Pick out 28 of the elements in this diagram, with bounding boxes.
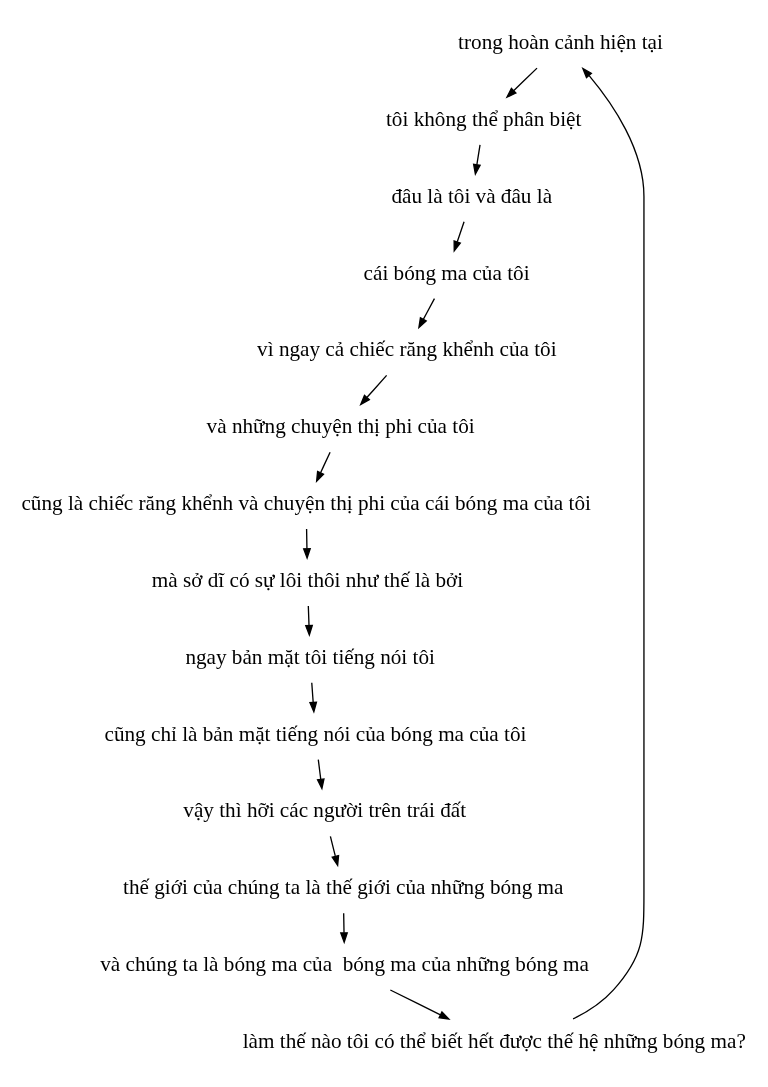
node-text: cũng là chiếc răng khểnh và chuyện thị phi của cái bóng ma của tôi	[21, 491, 591, 516]
node-text: cái bóng ma của tôi	[363, 260, 530, 285]
arrow	[308, 682, 318, 714]
arrow	[316, 758, 325, 791]
arrow	[329, 835, 340, 868]
node-text: ngay bản mặt tôi tiếng nói tôi	[185, 644, 435, 669]
arrow	[505, 67, 538, 99]
arrow	[304, 605, 314, 637]
node-text: vì ngay cả chiếc răng khểnh của tôi	[257, 337, 557, 362]
node-text: và chúng ta là bóng ma của bóng ma của những bóng ma	[100, 952, 589, 977]
node-text: trong hoàn cảnh hiện tại	[458, 30, 663, 55]
node-text: thế giới của chúng ta là thế giới của những bóng ma	[123, 875, 564, 900]
arrow	[453, 221, 465, 253]
arrow	[315, 451, 331, 484]
node-text: tôi không thể phân biệt	[385, 107, 582, 131]
node-text: và những chuyện thị phi của tôi	[206, 414, 475, 439]
arrow	[302, 528, 312, 561]
arrow	[572, 66, 645, 1020]
arrow	[339, 912, 349, 945]
node-text: vậy thì hỡi các người trên trái đất	[183, 798, 467, 823]
arrow	[472, 144, 482, 176]
node-text: làm thế nào tôi có thể biết hết được thế hệ những bóng ma?	[242, 1028, 746, 1053]
node-text: mà sở dĩ có sự lôi thôi như thế là bởi	[151, 567, 464, 592]
arrow	[389, 989, 451, 1020]
node-text: đâu là tôi và đâu là	[391, 183, 553, 208]
arrow	[359, 374, 388, 406]
node-text: cũng chỉ là bản mặt tiếng nói của bóng ma của tôi	[104, 721, 527, 746]
arrow	[417, 297, 436, 330]
